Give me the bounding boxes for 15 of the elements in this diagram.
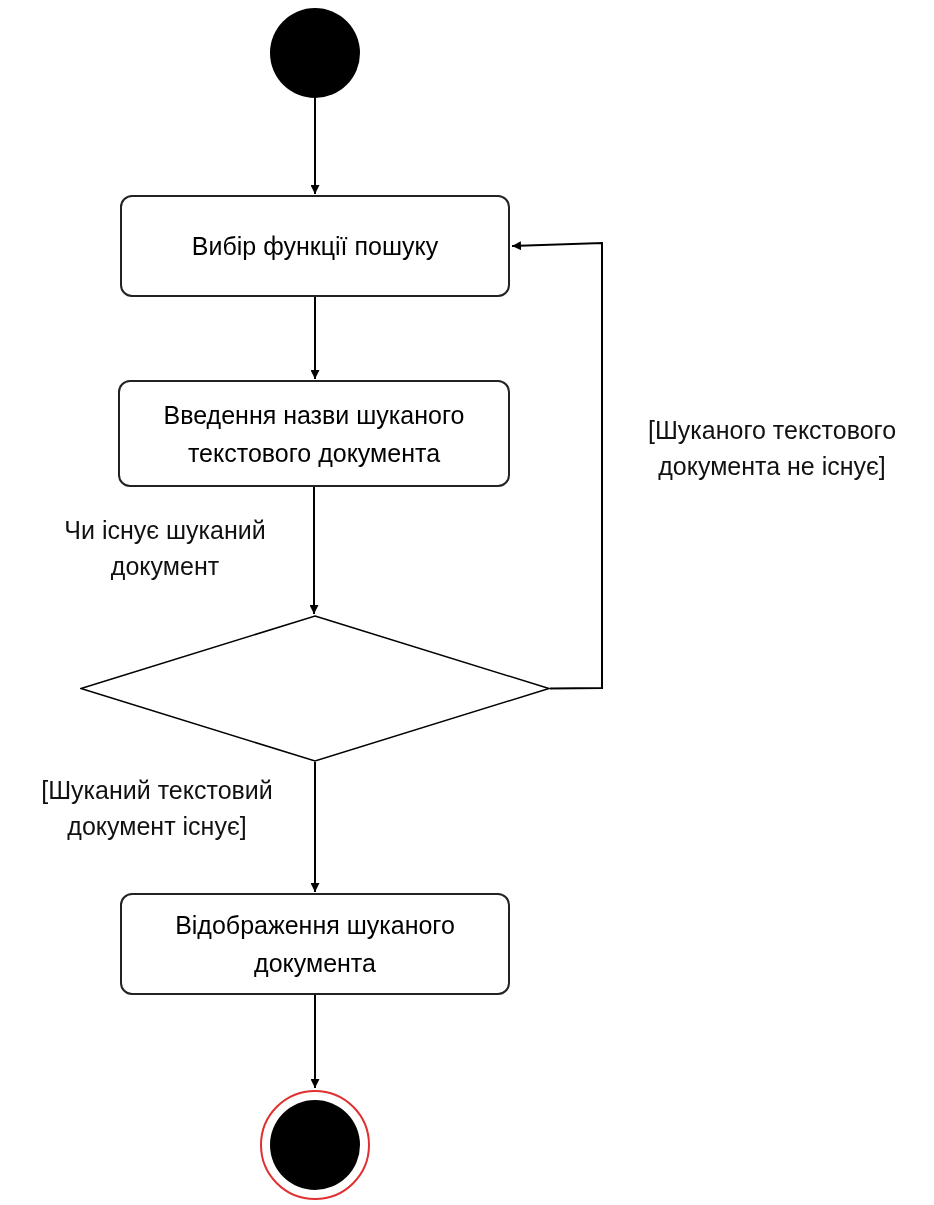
action-text: Вибір функції пошуку (191, 231, 439, 262)
decision-diamond (80, 615, 550, 762)
action-text: Відображення шуканого документа (174, 910, 456, 979)
arrow (310, 761, 320, 893)
arrow (310, 97, 320, 195)
action-box (120, 893, 510, 995)
arrow (309, 486, 319, 615)
action-box (118, 380, 510, 487)
action-text: Введення назви шуканого текстового документа (162, 399, 466, 469)
arrow (511, 241, 603, 690)
arrow (310, 994, 320, 1089)
arrow (310, 296, 320, 380)
action-box (120, 195, 510, 297)
initial-node (270, 8, 360, 98)
final-node (259, 1089, 371, 1201)
